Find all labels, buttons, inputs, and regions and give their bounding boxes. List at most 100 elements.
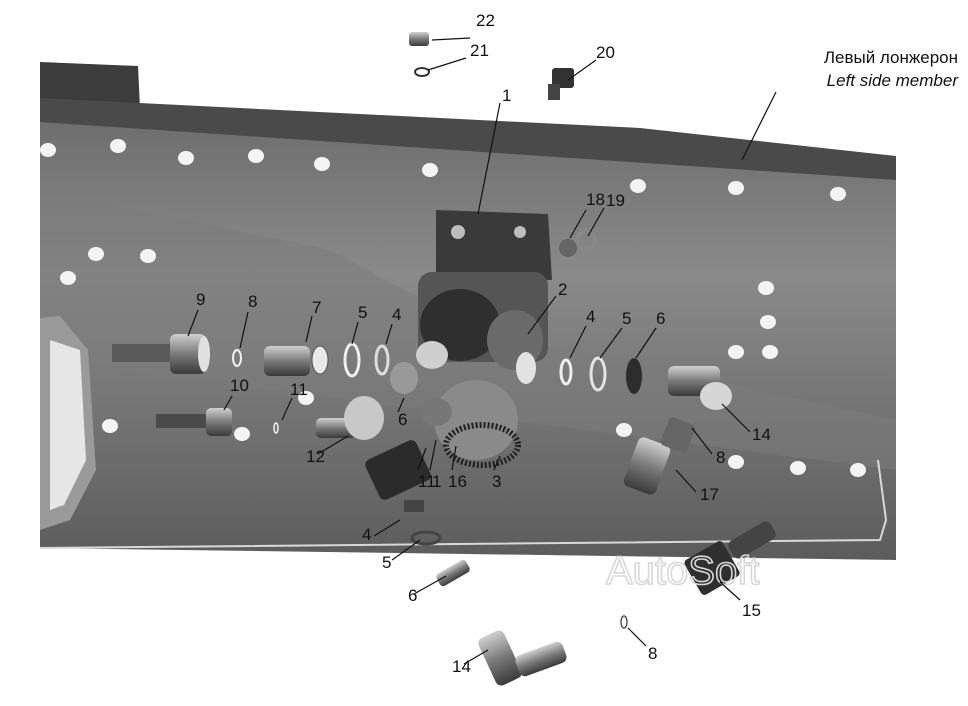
leader-lines: [187, 37, 751, 665]
callout-number: 8: [716, 448, 725, 467]
callout-number: 5: [358, 303, 367, 322]
rail-hole: [790, 461, 806, 475]
leader-line: [427, 57, 467, 71]
side-member-label-en: Left side member: [827, 71, 960, 90]
rail-hole: [60, 271, 76, 285]
callout-number: 20: [596, 43, 615, 62]
rail-hole: [234, 427, 250, 441]
elbow-12: [316, 396, 384, 440]
callout-number: 5: [382, 553, 391, 572]
callout-number: 18: [586, 190, 605, 209]
callout-number: 6: [656, 309, 665, 328]
callout-number: 2: [558, 280, 567, 299]
leader-line: [719, 581, 741, 601]
elbow-14-upper: [668, 366, 732, 410]
callout-number: 15: [742, 601, 761, 620]
callout-number: 17: [700, 485, 719, 504]
rail-hole: [298, 391, 314, 405]
leader-line: [527, 295, 557, 335]
side-member-leader: [741, 91, 777, 161]
leader-line: [281, 397, 293, 421]
rail-hole: [630, 179, 646, 193]
leader-line: [569, 209, 587, 239]
pin-8-lower: [620, 615, 628, 629]
nut-22: [409, 32, 429, 46]
callout-number: 1: [432, 472, 441, 491]
callout-number: 3: [492, 472, 501, 491]
leader-line: [431, 37, 471, 41]
leader-line: [599, 327, 623, 359]
leader-line: [317, 435, 349, 455]
leader-line: [567, 59, 597, 81]
watermark: AutoSoft: [606, 549, 759, 593]
rail-hole: [88, 247, 104, 261]
callout-number: 1: [502, 86, 511, 105]
callout-number: 21: [470, 41, 489, 60]
rail-hole: [762, 345, 778, 359]
leader-line: [223, 395, 233, 411]
leader-line: [351, 321, 359, 345]
washer-21: [414, 67, 430, 77]
rail-hole: [422, 163, 438, 177]
rail-hole: [728, 345, 744, 359]
callout-number: 4: [362, 525, 371, 544]
leader-line: [635, 327, 657, 359]
callout-number: 6: [398, 410, 407, 429]
leader-line: [417, 447, 427, 471]
callout-number: 11: [290, 380, 308, 399]
leader-line: [373, 519, 401, 537]
connector-15: [684, 521, 776, 595]
fitting-10: [156, 408, 232, 436]
leader-line: [587, 207, 605, 237]
elbow-14-lower: [478, 630, 567, 686]
rail-holes: [40, 139, 866, 477]
rail-hole: [40, 143, 56, 157]
callout-number: 8: [248, 292, 257, 311]
callout-number: 14: [452, 657, 471, 676]
leader-line: [187, 309, 199, 337]
rail-hole: [728, 455, 744, 469]
leader-line: [675, 469, 697, 493]
leader-line: [391, 539, 421, 561]
leader-line: [385, 323, 393, 345]
callout-number: 7: [312, 298, 321, 317]
rail-hole: [102, 419, 118, 433]
brake-valve-assembly: [390, 210, 552, 468]
leader-line: [239, 311, 249, 349]
leader-line: [305, 315, 313, 343]
rail-hole: [830, 187, 846, 201]
rail-hole: [110, 139, 126, 153]
callout-number: 10: [230, 376, 249, 395]
rail-hole: [758, 281, 774, 295]
nuts-18-19: [559, 229, 597, 257]
valve-housing-lower: [365, 440, 431, 512]
callout-number: 4: [392, 305, 401, 324]
leader-line: [451, 445, 457, 471]
seal-rings: [232, 342, 642, 434]
leader-line: [627, 627, 647, 647]
callout-number: 9: [196, 290, 205, 309]
rail-hole: [140, 249, 156, 263]
leader-line: [429, 439, 437, 471]
rail-hole: [728, 181, 744, 195]
leader-line: [493, 455, 501, 471]
fitting-7: [264, 345, 329, 376]
callout-number: 11: [418, 472, 436, 491]
callout-number: 22: [476, 11, 495, 30]
callout-number: 8: [648, 644, 657, 663]
rail-hole: [248, 149, 264, 163]
fitting-6-lower: [436, 559, 470, 587]
rail-hole: [178, 151, 194, 165]
fitting-17: [623, 417, 696, 495]
leader-line: [477, 102, 501, 215]
leader-line: [413, 575, 447, 595]
leader-line: [463, 649, 489, 665]
bolt-20: [548, 68, 574, 100]
leader-line: [569, 325, 587, 359]
callout-number: 14: [752, 425, 771, 444]
rail-hole: [616, 423, 632, 437]
rail-hole: [850, 463, 866, 477]
rail-hole: [760, 315, 776, 329]
callout-number: 16: [448, 472, 467, 491]
